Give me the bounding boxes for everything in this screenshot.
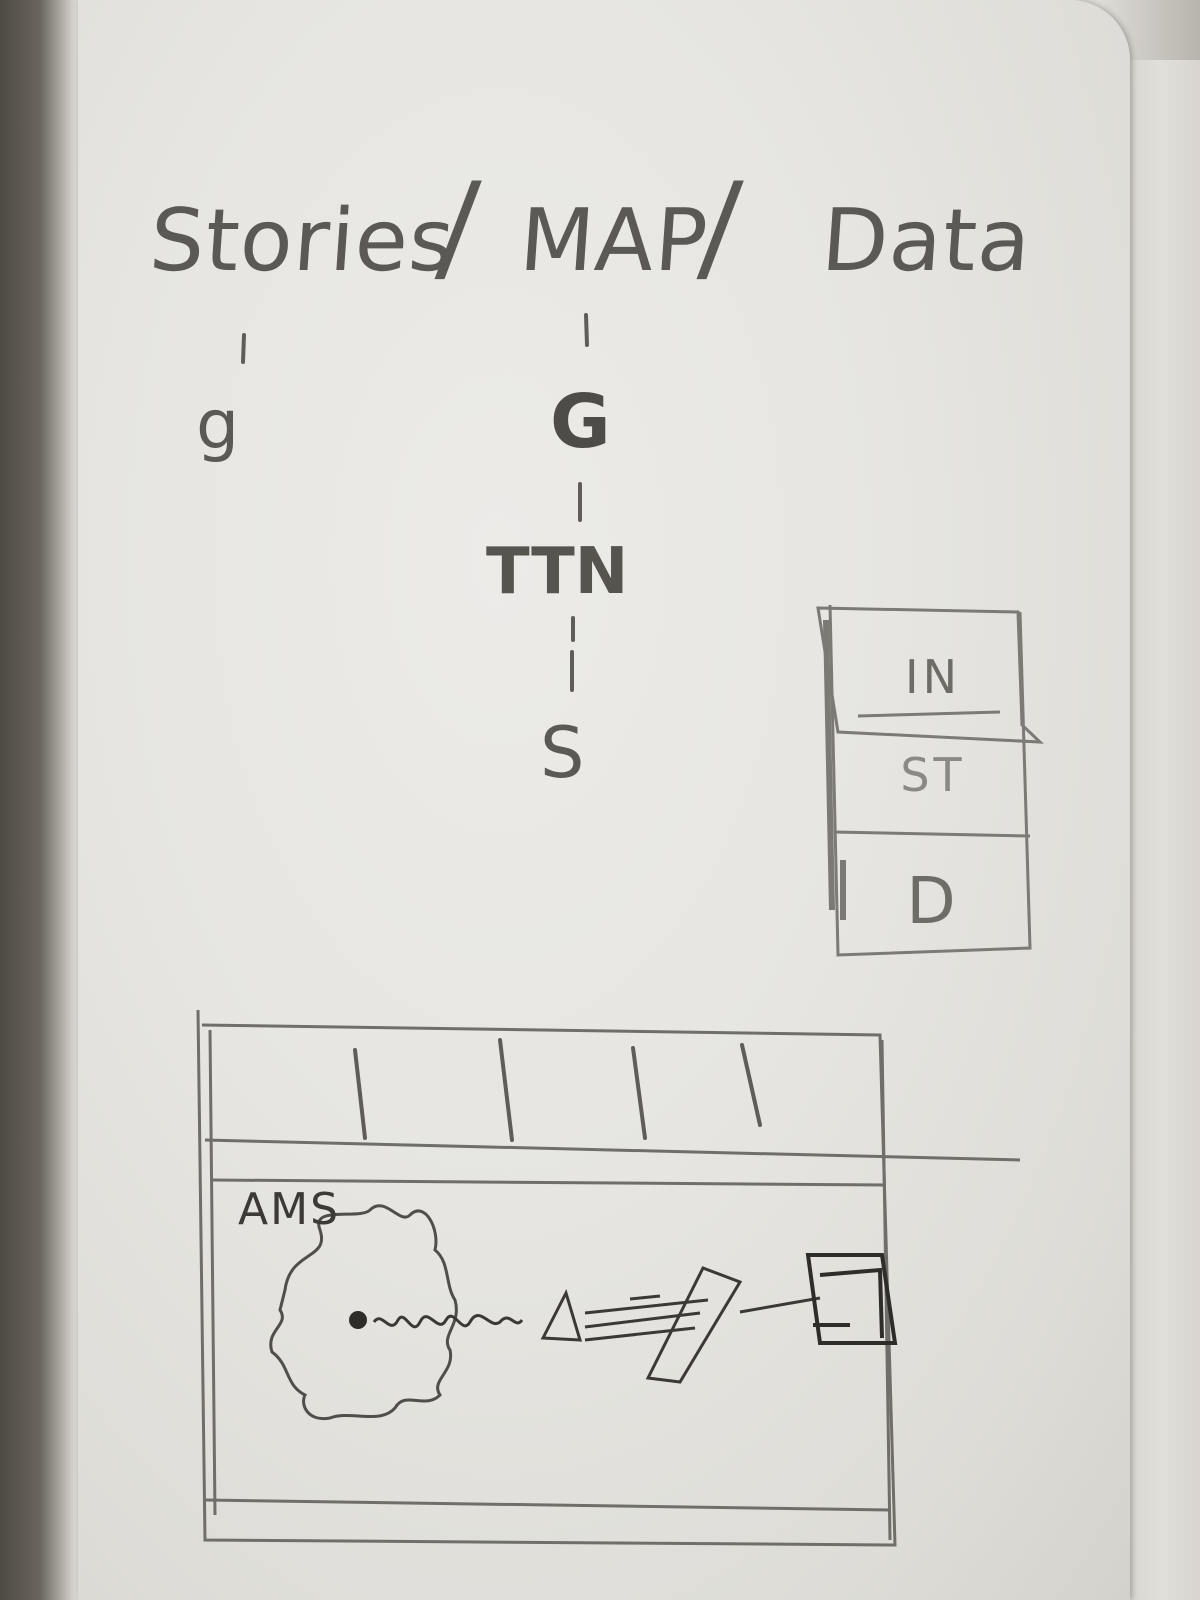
- signal-wave: [372, 1314, 524, 1329]
- map-child-g[interactable]: G: [550, 379, 611, 465]
- cube-icon: [805, 1253, 898, 1345]
- location-dot: [349, 1311, 367, 1329]
- map-frame-tab-dividers: [353, 1038, 762, 1142]
- map-child-ttn[interactable]: TTN: [486, 535, 629, 609]
- region-shape: [269, 1204, 458, 1421]
- notebook-page: [78, 0, 1130, 1600]
- map-frame-outline: [196, 1009, 1021, 1547]
- direction-lines: [584, 1294, 709, 1342]
- stories-connector: [241, 333, 246, 364]
- stories-child[interactable]: g: [196, 386, 240, 465]
- side-panel-item-st[interactable]: ST: [900, 748, 966, 802]
- side-panel: IN ST D: [838, 620, 1028, 950]
- map-child-s[interactable]: S: [540, 712, 585, 794]
- connector-line: [739, 1296, 821, 1314]
- side-panel-outline: [816, 604, 1044, 957]
- map-connector-1: [584, 313, 589, 347]
- slanted-bar: [645, 1266, 743, 1384]
- triangle-marker: [540, 1288, 583, 1342]
- map-region-label: AMS: [238, 1184, 340, 1235]
- side-panel-item-in[interactable]: IN: [905, 650, 961, 704]
- side-panel-item-d[interactable]: D: [906, 865, 960, 939]
